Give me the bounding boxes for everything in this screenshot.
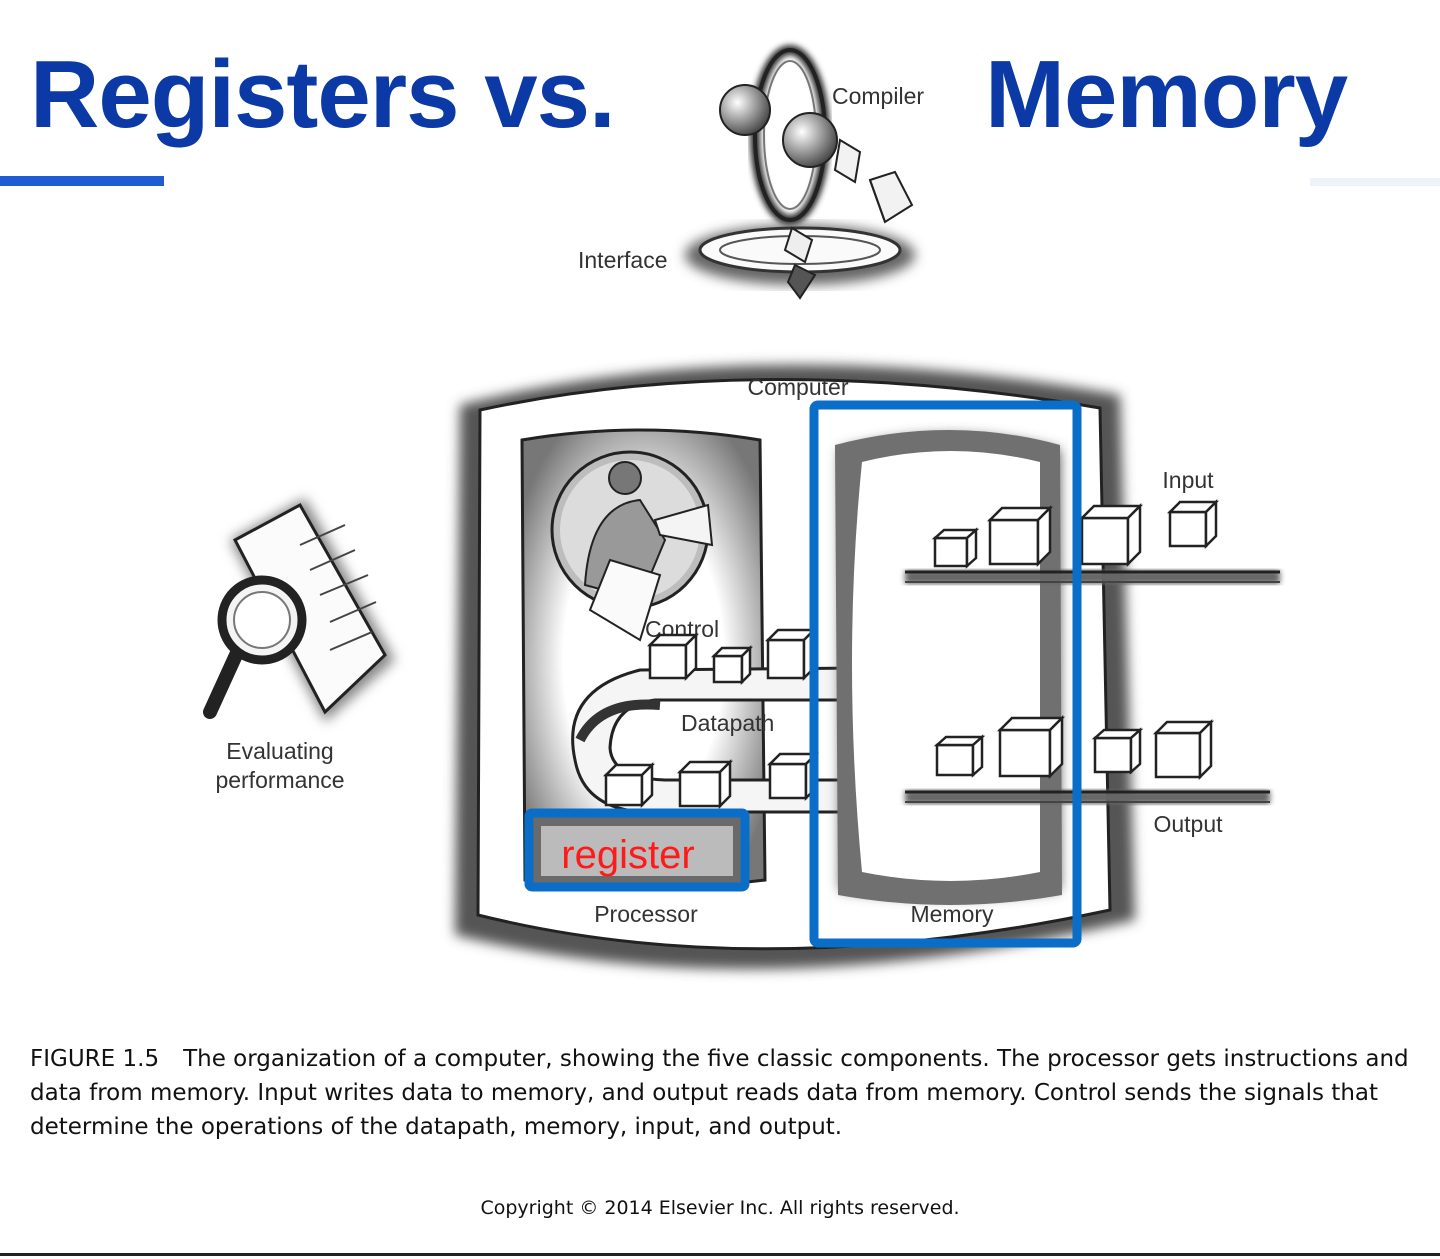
datapath-cubes <box>602 626 820 810</box>
input-output-shelves <box>905 536 1280 804</box>
register-annotation: register <box>524 808 750 892</box>
bottom-rule <box>0 1253 1440 1256</box>
memory-label: Memory <box>910 901 994 927</box>
evaluating-label-line2: performance <box>215 767 344 793</box>
figure-number: FIGURE 1.5 <box>30 1046 160 1072</box>
slide-title-right: Memory <box>985 41 1348 148</box>
title-accent-bar <box>0 176 164 186</box>
output-label: Output <box>1153 811 1223 837</box>
compiler-interface-illustration <box>685 45 915 300</box>
datapath-label: Datapath <box>681 710 774 736</box>
copyright-notice: Copyright © 2014 Elsevier Inc. All right… <box>480 1197 960 1219</box>
processor-label: Processor <box>594 901 698 927</box>
memory-highlight-box <box>809 400 1082 948</box>
figure-caption-text: The organization of a computer, showing … <box>30 1046 1409 1140</box>
evaluating-performance-illustration <box>203 498 395 722</box>
input-output-cubes <box>931 498 1220 781</box>
memory-panel <box>835 430 1062 905</box>
title-accent-bar-faint <box>1310 178 1440 186</box>
register-label: register <box>561 833 694 877</box>
computer-label: Computer <box>748 374 849 400</box>
computer-organization-diagram: Compiler Interface Evaluating performanc… <box>203 45 1280 970</box>
compiler-label: Compiler <box>832 83 924 109</box>
register-highlight-box <box>524 808 750 892</box>
slide-title-left: Registers vs. <box>30 41 616 148</box>
input-label: Input <box>1162 467 1214 493</box>
evaluating-label-line1: Evaluating <box>226 738 333 764</box>
interface-label: Interface <box>578 247 668 273</box>
